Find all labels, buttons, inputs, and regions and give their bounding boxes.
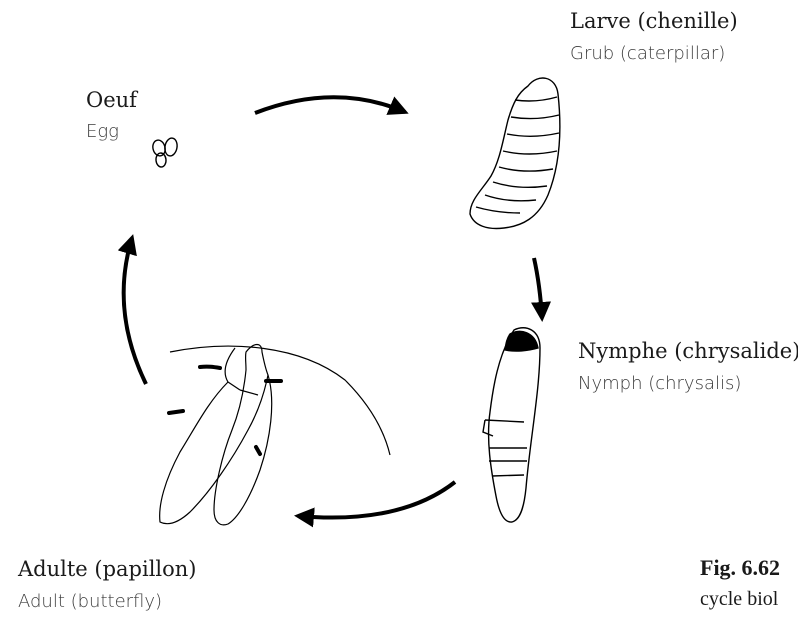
arrow-larva-to-nymph — [534, 258, 542, 318]
larva-label-fr: Larve (chenille) — [570, 9, 738, 33]
nymph-label-en: Nymph (chrysalis) — [578, 373, 741, 394]
adult-label-fr: Adulte (papillon) — [18, 557, 197, 581]
egg-icon — [151, 137, 178, 167]
figure-number: Fig. 6.62 — [700, 555, 780, 581]
egg-label-fr: Oeuf — [86, 88, 137, 112]
arrow-egg-to-larva — [255, 97, 405, 113]
caterpillar-icon — [470, 78, 560, 228]
chrysalis-icon — [483, 328, 540, 522]
nymph-label-fr: Nymphe (chrysalide) — [578, 339, 798, 363]
adult-label-en: Adult (butterfly) — [18, 591, 162, 612]
figure-caption: cycle biol — [700, 588, 778, 611]
arrow-adult-to-egg — [124, 238, 146, 384]
butterfly-icon — [160, 345, 390, 525]
egg-label-en: Egg — [86, 121, 119, 142]
larva-label-en: Grub (caterpillar) — [570, 43, 725, 64]
arrow-nymph-to-adult — [298, 482, 455, 518]
